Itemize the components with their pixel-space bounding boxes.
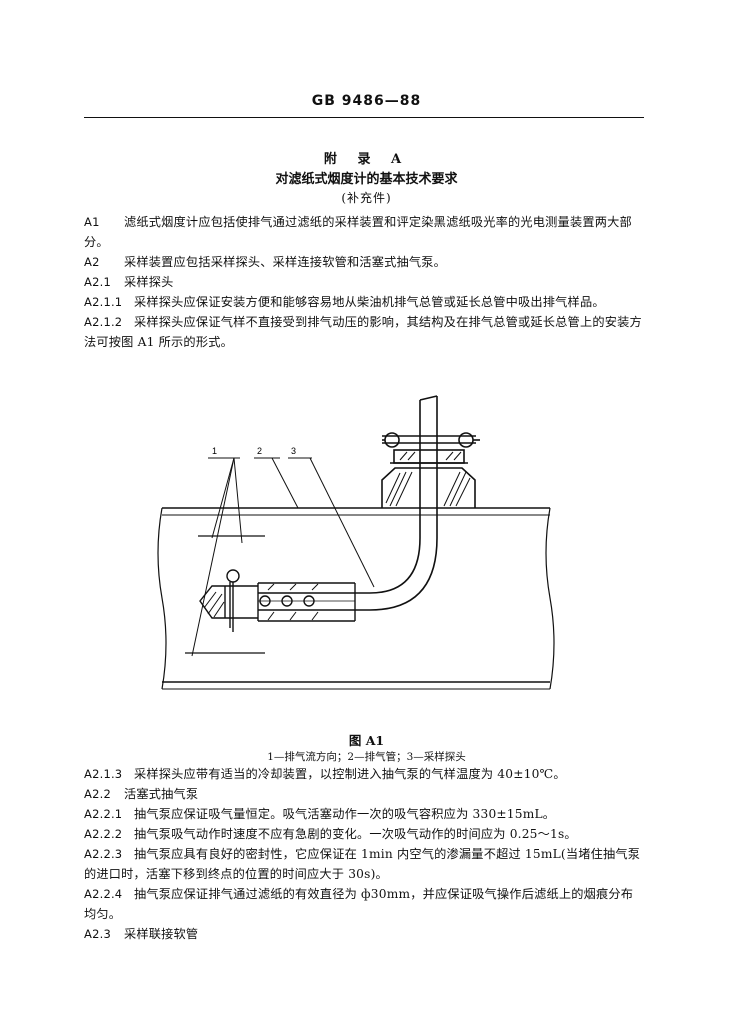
probe-installation-figure: 1 2 3 xyxy=(157,395,555,690)
pipe-break-left xyxy=(157,507,167,690)
para-a2-2-2: A2.2.2 抽气泵吸气动作时速度不应有急剧的变化。一次吸气动作的时间应为 0.2… xyxy=(84,824,644,844)
figure-legend: 1—排气流方向；2—排气管；3—采样探头 xyxy=(267,751,466,763)
appendix-title: 对滤纸式烟度计的基本技术要求 xyxy=(275,172,458,187)
para-number: A2.2.3 xyxy=(84,847,123,861)
figure-label: 图 A1 xyxy=(348,733,385,748)
para-number: A2.2 xyxy=(84,787,111,801)
para-number: A2.2.4 xyxy=(84,887,123,901)
para-number: A2.2.1 xyxy=(84,807,123,821)
callout-3: 3 xyxy=(291,446,296,456)
retaining-pin-ring xyxy=(226,569,240,583)
para-number: A2.2.2 xyxy=(84,827,123,841)
para-text: 滤纸式烟度计应包括使排气通过滤纸的采样装置和评定染黑滤纸吸光率的光电测量装置两大… xyxy=(84,215,632,249)
appendix-label: 附 录 A xyxy=(323,152,410,167)
probe-head xyxy=(199,569,356,632)
para-number: A2.3 xyxy=(84,927,111,941)
probe-tube xyxy=(258,395,438,611)
para-text: 采样联接软管 xyxy=(124,927,199,941)
callout-leaders xyxy=(191,457,375,657)
para-text: 采样探头 xyxy=(124,275,174,289)
para-text: 采样探头应带有适当的冷却装置，以控制进入抽气泵的气样温度为 40±10℃。 xyxy=(134,767,566,781)
para-a2-2-1: A2.2.1 抽气泵应保证吸气量恒定。吸气活塞动作一次的吸气容积应为 330±15… xyxy=(84,804,644,824)
standard-code: GB 9486—88 xyxy=(311,93,422,109)
flange-hatch xyxy=(385,451,471,507)
para-number: A1 xyxy=(84,215,100,229)
para-text: 抽气泵吸气动作时速度不应有急剧的变化。一次吸气动作的时间应为 0.25～1s。 xyxy=(134,827,577,841)
para-a2: A2 采样装置应包括采样探头、采样连接软管和活塞式抽气泵。 xyxy=(84,252,644,272)
para-a2-2: A2.2 活塞式抽气泵 xyxy=(84,784,644,804)
para-number: A2.1.2 xyxy=(84,315,123,329)
para-text: 抽气泵应保证排气通过滤纸的有效直径为 ф30mm，并应保证吸气操作后滤纸上的烟痕… xyxy=(84,887,634,921)
para-number: A2.1.1 xyxy=(84,295,123,309)
pipe-break-right xyxy=(545,507,555,690)
flange-boss xyxy=(381,467,476,508)
para-text: 采样装置应包括采样探头、采样连接软管和活塞式抽气泵。 xyxy=(124,255,447,269)
para-number: A2.1.3 xyxy=(84,767,123,781)
header-rule xyxy=(84,117,644,118)
probe-head-hatch xyxy=(203,583,319,621)
para-number: A2.1 xyxy=(84,275,111,289)
para-a2-1-3: A2.1.3 采样探头应带有适当的冷却装置，以控制进入抽气泵的气样温度为 40±1… xyxy=(84,764,644,784)
bolt-left xyxy=(384,432,400,448)
flow-arrow-icon xyxy=(185,535,265,654)
para-text: 采样探头应保证安装方便和能够容易地从柴油机排气总管或延长总管中吸出排气样品。 xyxy=(134,295,605,309)
appendix-note: (补充件) xyxy=(341,191,392,205)
para-text: 活塞式抽气泵 xyxy=(124,787,199,801)
para-a2-1: A2.1 采样探头 xyxy=(84,272,644,292)
para-text: 抽气泵应具有良好的密封性，它应保证在 1min 内空气的渗漏量不超过 15mL(… xyxy=(84,847,641,881)
para-text: 采样探头应保证气样不直接受到排气动压的影响，其结构及在排气总管或延长总管上的安装… xyxy=(84,315,642,349)
bolt-right xyxy=(458,432,474,448)
para-text: 抽气泵应保证吸气量恒定。吸气活塞动作一次的吸气容积应为 330±15mL。 xyxy=(134,807,556,821)
callout-1: 1 xyxy=(212,446,217,456)
compression-nut xyxy=(393,449,465,464)
para-number: A2 xyxy=(84,255,100,269)
para-a2-1-1: A2.1.1 采样探头应保证安装方便和能够容易地从柴油机排气总管或延长总管中吸出排… xyxy=(84,292,644,312)
para-a2-3: A2.3 采样联接软管 xyxy=(84,924,644,944)
callout-2: 2 xyxy=(257,446,262,456)
